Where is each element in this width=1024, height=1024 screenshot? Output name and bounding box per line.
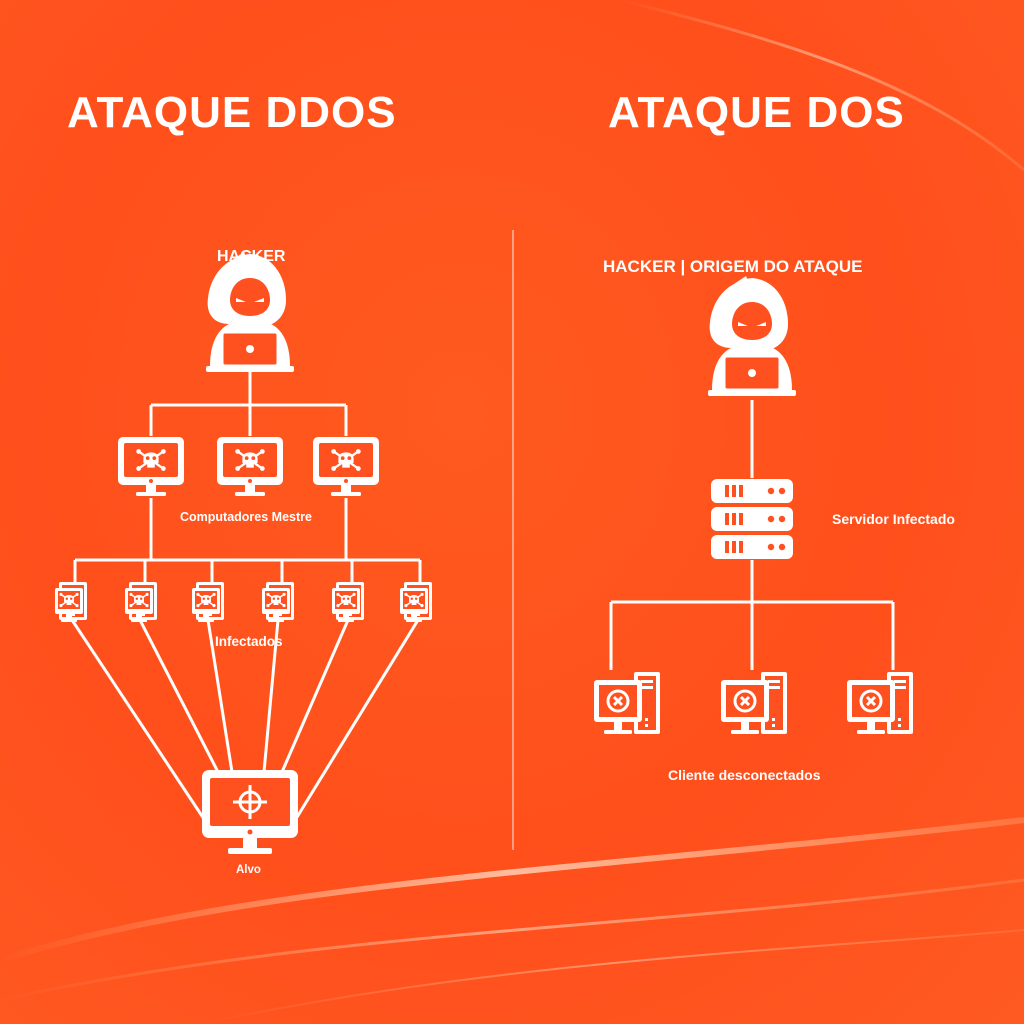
dos-connector-lines xyxy=(609,400,895,670)
attack-lines-to-target xyxy=(70,619,420,823)
desktop-skull-icon xyxy=(55,582,87,622)
server-rack-icon xyxy=(711,479,793,559)
desktop-skull-icon xyxy=(332,582,364,622)
desktop-x-icon xyxy=(845,670,915,736)
ddos-title: ATAQUE DDOS xyxy=(67,88,397,137)
glow-swoosh xyxy=(199,929,1024,1024)
desktop-skull-icon xyxy=(400,582,432,622)
desktop-skull-icon xyxy=(125,582,157,622)
hooded-hacker-icon xyxy=(706,274,798,398)
target-label: Alvo xyxy=(236,864,261,876)
desktop-skull-icon xyxy=(192,582,224,622)
glow-swoosh xyxy=(0,817,1024,963)
monitor-skull-icon xyxy=(118,437,184,496)
desktop-skull-icon xyxy=(262,582,294,622)
server-label: Servidor Infectado xyxy=(832,511,955,527)
dos-title: ATAQUE DOS xyxy=(608,88,905,137)
monitor-crosshair-icon xyxy=(200,768,300,856)
glow-swoosh xyxy=(619,0,1024,172)
clients-label: Cliente desconectados xyxy=(668,767,821,783)
desktop-x-icon xyxy=(719,670,789,736)
infected-label: Infectados xyxy=(215,634,283,649)
ddos-hacker-label: HACKER xyxy=(217,248,286,265)
glow-swoosh xyxy=(0,878,1024,1002)
dos-hacker-label: HACKER | ORIGEM DO ATAQUE xyxy=(603,257,863,276)
monitor-skull-icon xyxy=(217,437,283,496)
hooded-hacker-icon xyxy=(204,250,296,374)
masters-label: Computadores Mestre xyxy=(180,510,312,524)
desktop-x-icon xyxy=(592,670,662,736)
monitor-skull-icon xyxy=(313,437,379,496)
